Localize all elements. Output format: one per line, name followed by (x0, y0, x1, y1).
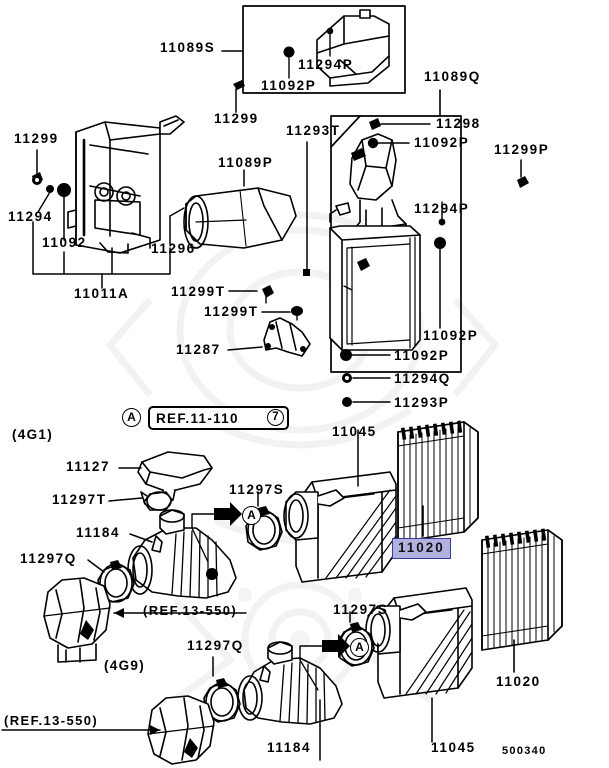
part-label-11299t-1[interactable]: 11299T (171, 284, 226, 299)
part-label-11297s-lower[interactable]: 11297S (333, 602, 389, 617)
part-label-11287[interactable]: 11287 (176, 342, 221, 357)
part-label-11293p[interactable]: 11293P (394, 395, 450, 410)
part-label-11298[interactable]: 11298 (436, 116, 481, 131)
arrow-marker-a-upper[interactable]: A (242, 506, 261, 525)
ref-box-text: REF.11-110 (156, 410, 239, 426)
engine-group-label-4g1: (4G1) (12, 427, 54, 442)
part-label-11092p-low[interactable]: 11092P (394, 348, 450, 363)
part-label-11299t-2[interactable]: 11299T (204, 304, 259, 319)
part-label-11092p-top[interactable]: 11092P (261, 78, 317, 93)
part-label-11299-center[interactable]: 11299 (214, 111, 259, 126)
part-label-11184-lower[interactable]: 11184 (267, 740, 312, 755)
part-label-11294[interactable]: 11294 (8, 209, 53, 224)
part-label-11299-left[interactable]: 11299 (14, 131, 59, 146)
part-label-11297t[interactable]: 11297T (52, 492, 107, 507)
part-label-11089s[interactable]: 11089S (160, 40, 216, 55)
part-label-11092p-box[interactable]: 11092P (414, 135, 470, 150)
ref-sheet-number-7[interactable]: 7 (267, 409, 284, 426)
ref-marker-a-11110[interactable]: A (122, 408, 141, 427)
engine-group-label-4g9: (4G9) (104, 658, 146, 673)
part-label-11092[interactable]: 11092 (42, 235, 87, 250)
part-label-11294p-top[interactable]: 11294P (298, 57, 354, 72)
part-label-11297q-lower[interactable]: 11297Q (187, 638, 244, 653)
part-label-11296[interactable]: 11296 (151, 241, 196, 256)
part-label-11020-lower[interactable]: 11020 (496, 674, 541, 689)
arrow-marker-a-lower[interactable]: A (350, 638, 369, 657)
part-label-11045-lower[interactable]: 11045 (431, 740, 476, 755)
part-label-11299p[interactable]: 11299P (494, 142, 550, 157)
ref-box-11-110[interactable]: REF.11-110 (148, 406, 289, 430)
ref-label-13-550-upper[interactable]: (REF.13-550) (143, 603, 238, 618)
ref-label-13-550-lower[interactable]: (REF.13-550) (4, 713, 99, 728)
part-label-11297s-upper[interactable]: 11297S (229, 482, 285, 497)
part-label-11293t[interactable]: 11293T (286, 123, 341, 138)
part-label-11089q[interactable]: 11089Q (424, 69, 481, 84)
part-label-11294q[interactable]: 11294Q (394, 371, 451, 386)
part-label-11184-upper[interactable]: 11184 (76, 525, 121, 540)
part-label-11045-upper[interactable]: 11045 (332, 424, 377, 439)
part-label-11294p-box[interactable]: 11294P (414, 201, 470, 216)
part-label-11127[interactable]: 11127 (66, 459, 111, 474)
part-label-11092p-mid[interactable]: 11092P (423, 328, 479, 343)
part-label-11089p[interactable]: 11089P (218, 155, 274, 170)
diagram-id: 500340 (502, 745, 547, 757)
highlighted-part-label-11020[interactable]: 11020 (392, 538, 451, 559)
part-label-11297q-upper[interactable]: 11297Q (20, 551, 77, 566)
part-label-11011a[interactable]: 11011A (74, 286, 130, 301)
